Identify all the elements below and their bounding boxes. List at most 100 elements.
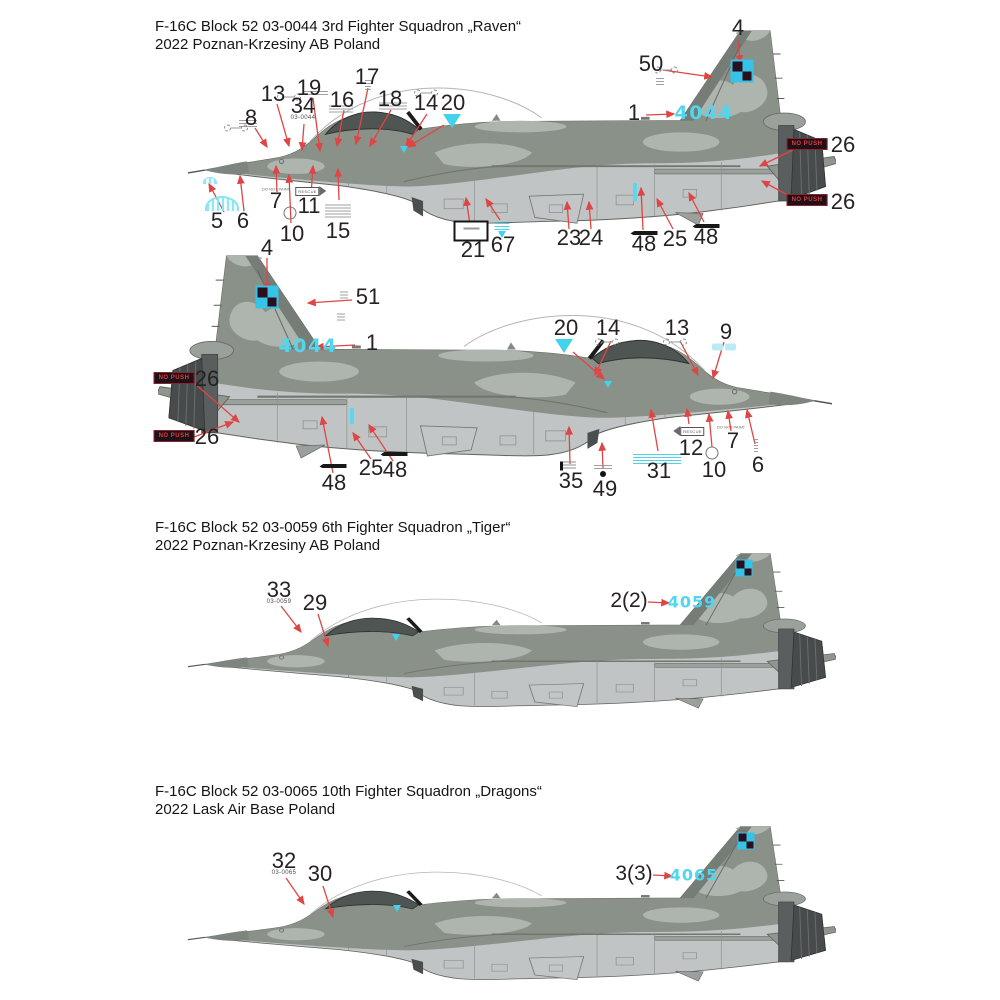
micro-stencil — [754, 439, 758, 453]
callout-67: 67 — [490, 232, 516, 257]
serial-stencil: 03-0059 — [266, 599, 292, 605]
polish-checkerboard-insignia — [255, 285, 279, 309]
callout-19: 19 — [296, 75, 322, 100]
callout-10: 10 — [701, 457, 727, 482]
micro-stencil — [340, 291, 348, 299]
no-push-decal: NO PUSH — [153, 372, 195, 384]
placard-decal — [560, 461, 576, 471]
callout-26: 26 — [194, 424, 220, 449]
micro-stencil — [329, 105, 353, 113]
detonation-cord-on-nose — [203, 177, 217, 184]
black-stripe-decal — [319, 464, 347, 468]
micro-stencil — [365, 80, 371, 92]
canopy-warning-triangle-on-fuselage — [393, 905, 401, 912]
polish-checkerboard-insignia — [737, 832, 755, 850]
callout-33: 33 — [266, 577, 292, 602]
callout-24: 24 — [578, 225, 604, 250]
callout-6: 6 — [236, 208, 250, 233]
title-tiger-line2: 2022 Poznan-Krzesiny AB Poland — [155, 537, 381, 554]
micro-stencil — [277, 93, 301, 101]
callout-35: 35 — [558, 468, 584, 493]
rescue-arrow-decal: RESCUE — [295, 186, 327, 196]
callout-18: 18 — [377, 86, 403, 111]
callout-15: 15 — [325, 218, 351, 243]
callout-32: 32 — [271, 848, 297, 873]
tail-number-tiger: 4059 — [667, 592, 717, 612]
callout-6: 6 — [751, 452, 765, 477]
micro-stencil — [304, 91, 328, 97]
callout-51: 51 — [355, 284, 381, 309]
callout-11: 11 — [297, 193, 321, 218]
cyan-strip-on-fuselage — [633, 183, 637, 201]
title-raven-line2: 2022 Poznan-Krzesiny AB Poland — [155, 36, 381, 53]
callout-4: 4 — [731, 15, 745, 40]
canopy-warning-triangle-on-fuselage — [604, 381, 612, 388]
rescue-arrow-decal: RESCUE — [673, 426, 705, 436]
callout-2-2: 2(2) — [610, 589, 648, 612]
callout-14: 14 — [413, 90, 439, 115]
callout-30: 30 — [307, 861, 333, 886]
callout-20: 20 — [440, 90, 466, 115]
callout-26: 26 — [194, 366, 220, 391]
cyan-micro-triangle — [498, 231, 506, 238]
callout-4: 4 — [260, 235, 274, 260]
callout-13: 13 — [664, 315, 690, 340]
no-push-decal: NO PUSH — [153, 430, 195, 442]
callout-49: 49 — [592, 476, 618, 501]
callout-50: 50 — [638, 51, 664, 76]
callout-5: 5 — [210, 208, 224, 233]
callout-7: 7 — [726, 428, 740, 453]
black-dot-decal — [600, 471, 606, 477]
canopy-warning-triangle-on-fuselage — [392, 634, 400, 641]
micro-stencil — [414, 89, 438, 97]
tail-number-raven-2: 4044 — [278, 335, 338, 357]
callout-12: 12 — [678, 435, 704, 460]
callout-25: 25 — [358, 455, 384, 480]
black-stripe-decal — [692, 224, 720, 228]
micro-stencil — [379, 102, 407, 112]
no-push-decal: NO PUSH — [786, 194, 828, 206]
callout-20: 20 — [553, 315, 579, 340]
canopy-warning-triangle-decal — [555, 339, 573, 353]
cyan-strip-on-fuselage — [350, 408, 354, 424]
tail-number-raven: 4044 — [674, 102, 734, 124]
callout-29: 29 — [302, 590, 328, 615]
black-stripe-decal — [380, 452, 408, 456]
canopy-jettison-circle-decal — [283, 206, 297, 220]
polish-checkerboard-insignia — [735, 559, 753, 577]
serial-stencil: 03-0065 — [271, 870, 297, 876]
callout-14: 14 — [595, 315, 621, 340]
callout-23: 23 — [556, 225, 582, 250]
callout-48: 48 — [321, 470, 347, 495]
black-stripe-decal — [630, 231, 658, 235]
tail-number-dragons: 4065 — [669, 865, 719, 885]
callout-48: 48 — [631, 231, 657, 256]
title-dragons-line1: F-16C Block 52 03-0065 10th Fighter Squa… — [155, 783, 542, 800]
callout-7: 7 — [269, 188, 283, 213]
title-dragons-line2: 2022 Lask Air Base Poland — [155, 801, 336, 818]
serial-stencil: 03-0044 — [290, 115, 316, 121]
callout-21: 21 — [460, 237, 486, 262]
polish-checkerboard-insignia — [730, 59, 754, 83]
callout-1: 1 — [627, 100, 641, 125]
callout-16: 16 — [329, 87, 355, 112]
no-push-decal: NO PUSH — [786, 138, 828, 150]
callout-17: 17 — [354, 64, 380, 89]
callout-1: 1 — [365, 330, 379, 355]
f16-profile-raven-side — [186, 28, 836, 228]
micro-stencil — [239, 120, 257, 128]
callout-26: 26 — [830, 132, 856, 157]
title-tiger-line1: F-16C Block 52 03-0059 6th Fighter Squad… — [155, 519, 511, 536]
cyan-micro-stencil — [494, 223, 510, 231]
micro-stencil — [337, 313, 345, 321]
title-raven-line1: F-16C Block 52 03-0044 3rd Fighter Squad… — [155, 18, 522, 35]
callout-26: 26 — [830, 189, 856, 214]
callout-13: 13 — [260, 81, 286, 106]
callout-31: 31 — [646, 458, 672, 483]
cyan-text-stencil — [633, 454, 681, 464]
micro-stencil — [325, 204, 351, 218]
callout-48: 48 — [382, 457, 408, 482]
callout-8: 8 — [244, 105, 258, 130]
canopy-warning-triangle-on-fuselage — [400, 146, 408, 153]
